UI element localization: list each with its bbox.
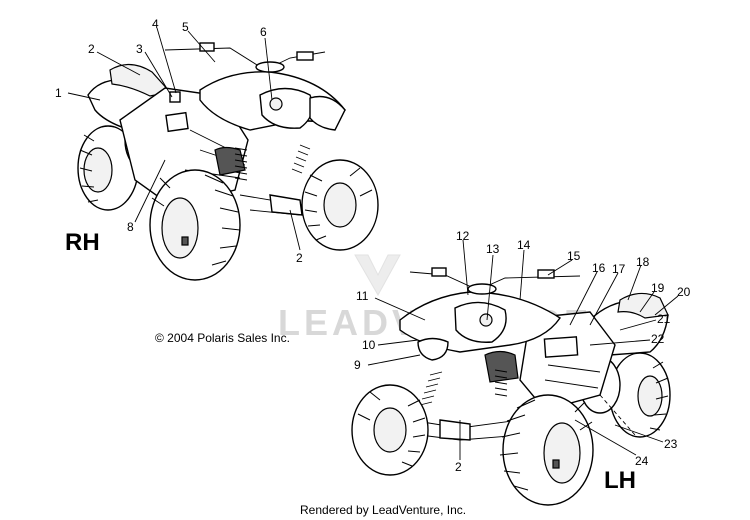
rh-callout-8: 8 [127, 220, 134, 234]
rh-front-bumper [269, 194, 303, 216]
lh-callout-22: 22 [651, 332, 665, 346]
atv-left-hand-view [351, 267, 671, 506]
lh-callout-14: 14 [517, 238, 531, 252]
lh-decal-panel [543, 336, 579, 358]
rh-callout-6: 6 [260, 25, 267, 39]
rh-callout-2b: 2 [296, 251, 303, 265]
lh-callout-12: 12 [456, 229, 470, 243]
rh-small-decal [169, 91, 181, 103]
rh-view-label: RH [65, 229, 100, 256]
lh-callout-18: 18 [636, 255, 650, 269]
copyright-text: © 2004 Polaris Sales Inc. [155, 331, 290, 345]
lh-callout-20: 20 [677, 285, 691, 299]
lh-callout-15: 15 [567, 249, 581, 263]
rh-callout-2: 2 [88, 42, 95, 56]
lh-spring-right [494, 369, 508, 397]
lh-callout-17: 17 [612, 262, 626, 276]
lh-steering-cover [467, 283, 497, 295]
lh-headlight [417, 337, 449, 361]
lh-seat [617, 292, 669, 319]
lh-callout-13: 13 [486, 242, 500, 256]
lh-callout-9: 9 [354, 358, 361, 372]
lh-callout-21: 21 [657, 312, 671, 326]
rh-decal-panel [165, 111, 189, 133]
rh-spring-left [234, 147, 248, 181]
lh-callout-11: 11 [356, 289, 369, 303]
rh-spring-right [291, 144, 311, 174]
lh-callout-16: 16 [592, 261, 606, 275]
lh-callout-23: 23 [664, 437, 678, 451]
rh-callout-5: 5 [182, 20, 189, 34]
lh-engine [484, 350, 519, 383]
rh-steering-cover [255, 61, 285, 73]
rh-callout-1: 1 [55, 86, 62, 100]
atv-right-hand-view [77, 42, 379, 281]
lh-spring-left [419, 371, 443, 406]
rh-leader-lines [67, 27, 301, 251]
rh-callout-4: 4 [152, 17, 159, 31]
lh-callout-10: 10 [362, 338, 376, 352]
lh-callout-24: 24 [635, 454, 649, 468]
lh-callout-2: 2 [455, 460, 462, 474]
watermark-logo [354, 254, 401, 297]
lh-leader-lines [367, 239, 679, 460]
rh-callout-3: 3 [136, 42, 143, 56]
footer-credit: Rendered by LeadVenture, Inc. [300, 503, 466, 517]
lh-callout-19: 19 [651, 281, 665, 295]
lh-front-bumper [439, 419, 471, 441]
lh-view-label: LH [604, 467, 636, 494]
